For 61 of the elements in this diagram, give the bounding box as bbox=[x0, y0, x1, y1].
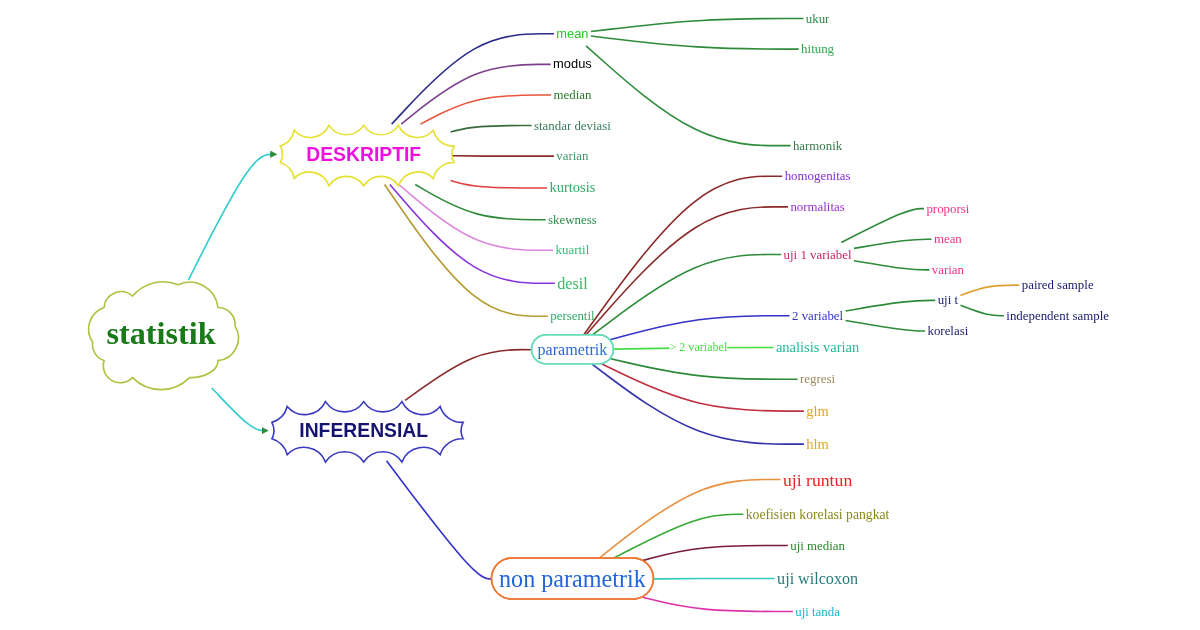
connector bbox=[844, 319, 926, 332]
connector bbox=[414, 183, 547, 221]
node-text: hlm bbox=[806, 435, 829, 452]
connector bbox=[853, 259, 931, 271]
node-text: median bbox=[553, 87, 592, 102]
connector bbox=[390, 33, 555, 125]
node-text: persentil bbox=[550, 309, 595, 323]
connector bbox=[389, 183, 556, 285]
arrow bbox=[187, 150, 278, 281]
node-text: kuartil bbox=[555, 243, 590, 257]
connector bbox=[959, 284, 1021, 297]
node-text: koefisien korelasi pangkat bbox=[745, 506, 890, 522]
connector bbox=[400, 63, 552, 125]
node-text: kurtosis bbox=[549, 179, 596, 196]
connector bbox=[383, 183, 549, 318]
connector bbox=[653, 577, 776, 580]
node-text: uji tanda bbox=[795, 604, 840, 618]
node-text: 2 variabel bbox=[792, 308, 844, 323]
node-text: uji 1 variabel bbox=[783, 247, 852, 261]
node-text: ukur bbox=[805, 11, 830, 25]
node-text: independent sample bbox=[1006, 308, 1109, 323]
connector bbox=[959, 304, 1005, 317]
connector bbox=[601, 363, 805, 412]
node-text: glm bbox=[806, 402, 829, 419]
connector bbox=[419, 94, 552, 125]
node-text: hitung bbox=[801, 41, 835, 56]
node-text: regresi bbox=[800, 372, 836, 386]
node-text: skewness bbox=[548, 212, 597, 227]
node-text: mean bbox=[556, 26, 589, 41]
connector bbox=[840, 207, 925, 244]
node-text: uji runtun bbox=[782, 469, 853, 490]
connector bbox=[585, 45, 792, 147]
node-text: uji t bbox=[937, 293, 959, 307]
node-text: varian bbox=[931, 262, 964, 277]
node-text: uji median bbox=[790, 538, 845, 552]
connector bbox=[641, 596, 794, 613]
node-text: harmonik bbox=[792, 138, 843, 153]
connector bbox=[449, 179, 548, 189]
node-text: modus bbox=[553, 57, 592, 71]
connector bbox=[844, 299, 937, 312]
node-text: normalitas bbox=[790, 199, 845, 214]
node-text: mean bbox=[933, 232, 962, 246]
arrow bbox=[211, 387, 269, 435]
node-text: korelasi bbox=[927, 323, 969, 338]
node-text: desil bbox=[557, 274, 588, 293]
connector bbox=[590, 35, 800, 50]
node-text: standar deviasi bbox=[533, 118, 611, 132]
edge-label: > 2 variabel bbox=[669, 340, 728, 354]
connector bbox=[853, 238, 933, 250]
connector bbox=[590, 17, 805, 33]
node-text: proporsi bbox=[926, 201, 970, 216]
node-text: homogenitas bbox=[784, 169, 851, 183]
connector bbox=[449, 124, 533, 133]
connector bbox=[398, 183, 554, 252]
connector bbox=[641, 544, 789, 562]
node-text: varian bbox=[556, 148, 589, 163]
node-text: analisis varian bbox=[775, 339, 860, 356]
connector bbox=[609, 314, 791, 341]
node-text: paired sample bbox=[1021, 277, 1094, 292]
connector bbox=[591, 363, 805, 445]
node-text: uji wilcoxon bbox=[777, 569, 859, 588]
